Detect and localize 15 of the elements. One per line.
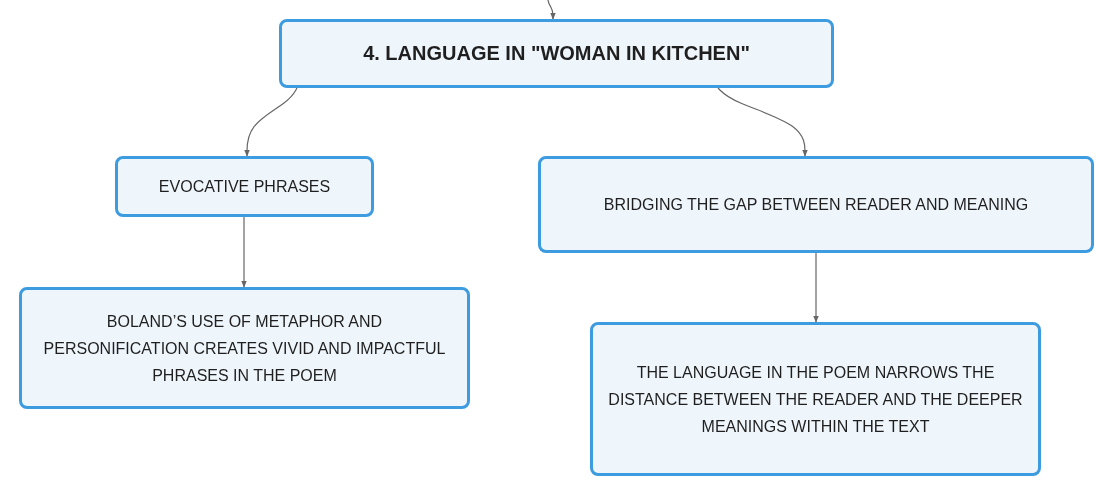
topic-box: [19, 287, 470, 409]
arrow: [717, 87, 808, 157]
topic-box: [538, 156, 1094, 253]
node-text: THE LANGUAGE IN THE POEM NARROWS THE DISTANCE BETWEEN THE READER AND THE DEEPER MEANINGS WITHIN THE TEXT: [607, 362, 1024, 437]
arrow: [547, 0, 556, 20]
node-text: 4. LANGUAGE IN "WOMAN IN KITCHEN": [363, 41, 750, 66]
arrow: [241, 216, 247, 288]
arrow: [244, 87, 298, 157]
topic-box: [115, 156, 374, 217]
title-box: [279, 19, 834, 88]
node-text: BRIDGING THE GAP BETWEEN READER AND MEANING: [603, 195, 1029, 215]
node-text: EVOCATIVE PHRASES: [158, 177, 331, 197]
node-text: BOLAND’S USE OF METAPHOR AND PERSONIFICATION CREATES VIVID AND IMPACTFUL PHRASES IN THE POEM: [42, 311, 447, 386]
arrow: [813, 252, 819, 323]
topic-box: [590, 322, 1041, 476]
